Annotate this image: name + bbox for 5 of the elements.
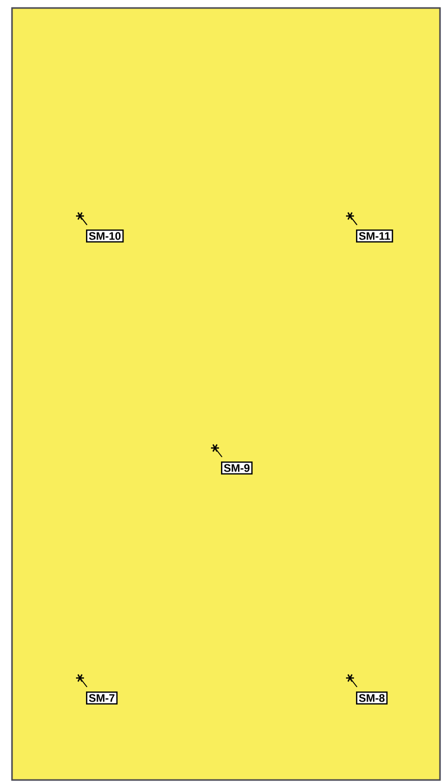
sample-label: SM-8 [356, 691, 388, 705]
sample-label: SM-10 [86, 229, 124, 243]
sample-label: SM-7 [86, 691, 118, 705]
sample-label: SM-9 [221, 461, 253, 475]
sample-label: SM-11 [356, 229, 394, 243]
